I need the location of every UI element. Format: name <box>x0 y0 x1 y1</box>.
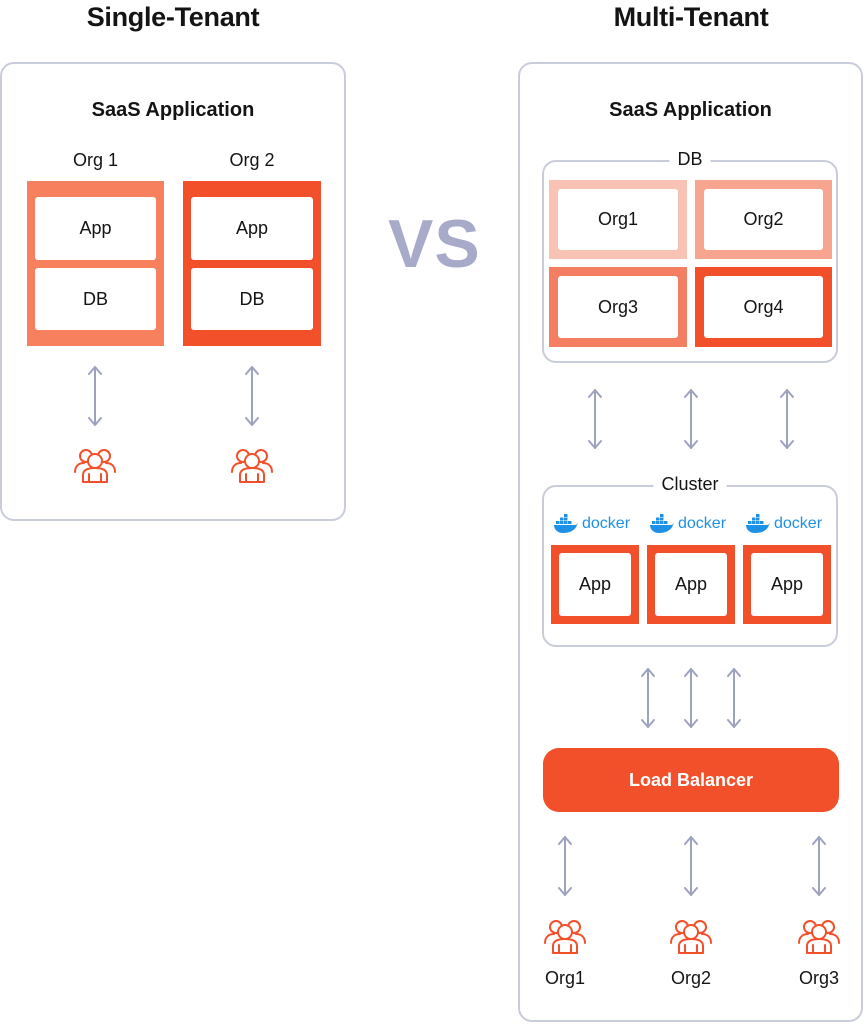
docker-whale-icon <box>554 514 578 533</box>
multi-saas-title: SaaS Application <box>609 99 772 121</box>
bidirectional-arrow-icon <box>684 836 698 896</box>
bidirectional-arrow-icon <box>727 668 741 728</box>
docker-wordmark: docker <box>774 515 823 532</box>
cluster-app-1: App <box>559 553 631 616</box>
org2-app-box: App <box>191 197 313 260</box>
cluster-group-label: Cluster <box>653 474 727 495</box>
users-group-icon <box>670 920 712 954</box>
multi-tenant-heading: Multi-Tenant <box>613 2 769 32</box>
docker-wordmark: docker <box>678 515 727 532</box>
org1-label: Org 1 <box>72 150 119 170</box>
db-group-label: DB <box>669 149 711 170</box>
bidirectional-arrow-icon <box>588 389 602 449</box>
user-org1-label: Org1 <box>544 968 586 988</box>
single-tenant-heading: Single-Tenant <box>86 2 260 32</box>
bidirectional-arrow-icon <box>684 668 698 728</box>
bidirectional-arrow-icon <box>812 836 826 896</box>
db-org2-box: Org2 <box>704 189 823 250</box>
docker-logo-1: docker <box>553 514 630 534</box>
db-org4-box: Org4 <box>704 276 823 338</box>
cluster-app-3: App <box>751 553 823 616</box>
bidirectional-arrow-icon <box>641 668 655 728</box>
docker-whale-icon <box>650 514 674 533</box>
docker-logo-3: docker <box>745 514 822 534</box>
docker-wordmark: docker <box>582 515 631 532</box>
org1-db-box: DB <box>35 268 156 330</box>
bidirectional-arrow-icon <box>684 389 698 449</box>
org2-db-box: DB <box>191 268 313 330</box>
cluster-app-2: App <box>655 553 727 616</box>
db-org3-box: Org3 <box>558 276 678 338</box>
docker-logo-2: docker <box>649 514 726 534</box>
bidirectional-arrow-icon <box>780 389 794 449</box>
single-saas-title: SaaS Application <box>91 99 255 121</box>
load-balancer: Load Balancer <box>543 748 839 812</box>
bidirectional-arrow-icon <box>88 366 102 426</box>
bidirectional-arrow-icon <box>245 366 259 426</box>
user-org3-label: Org3 <box>798 968 840 988</box>
users-group-icon <box>544 920 586 954</box>
users-group-icon <box>231 449 273 483</box>
users-group-icon <box>798 920 840 954</box>
vs-text: VS <box>388 206 481 282</box>
user-org2-label: Org2 <box>670 968 712 988</box>
org1-app-box: App <box>35 197 156 260</box>
users-group-icon <box>74 449 116 483</box>
db-org1-box: Org1 <box>558 189 678 250</box>
docker-whale-icon <box>746 514 770 533</box>
org2-label: Org 2 <box>229 150 275 170</box>
bidirectional-arrow-icon <box>558 836 572 896</box>
